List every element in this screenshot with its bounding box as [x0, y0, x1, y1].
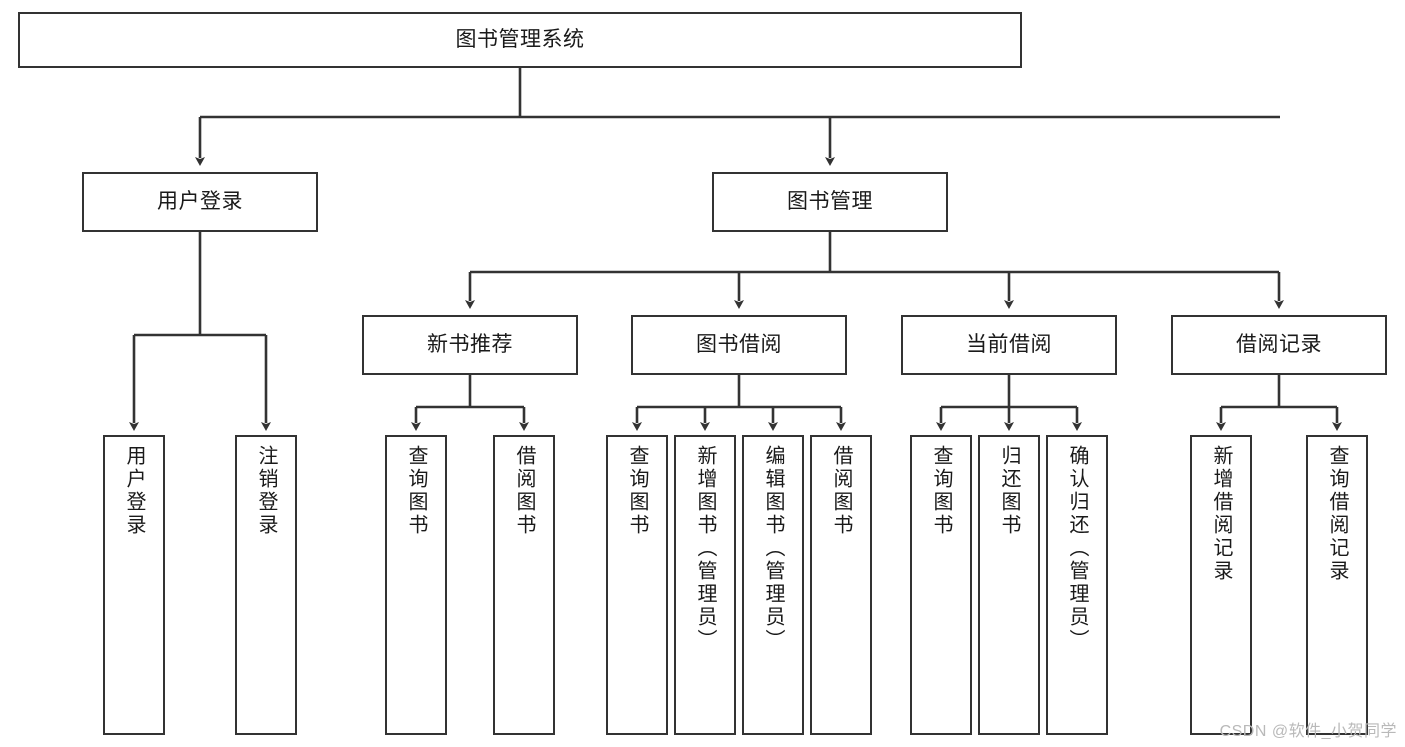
node-leaf-add-record-label: 新增借阅记录 [1210, 445, 1232, 583]
node-new-book-rec-label: 新书推荐 [427, 332, 513, 356]
node-book-borrow[interactable]: 图书借阅 [631, 315, 847, 375]
node-current-borrow-label: 当前借阅 [966, 332, 1052, 356]
node-leaf-user-login[interactable]: 用户登录 [103, 435, 165, 735]
node-leaf-borrow-book-2[interactable]: 借阅图书 [810, 435, 872, 735]
node-book-manage[interactable]: 图书管理 [712, 172, 948, 232]
node-leaf-edit-book-label: 编辑图书（管理员） [762, 445, 784, 652]
node-borrow-record-label: 借阅记录 [1236, 332, 1322, 356]
node-user-login-label: 用户登录 [157, 189, 243, 213]
node-book-borrow-label: 图书借阅 [696, 332, 782, 356]
node-user-login[interactable]: 用户登录 [82, 172, 318, 232]
node-new-book-rec[interactable]: 新书推荐 [362, 315, 578, 375]
watermark: CSDN @软件_小贺同学 [1219, 723, 1397, 740]
node-root-label: 图书管理系统 [455, 27, 585, 51]
node-borrow-record[interactable]: 借阅记录 [1171, 315, 1387, 375]
node-leaf-user-login-label: 用户登录 [123, 445, 145, 537]
node-leaf-query-book-1[interactable]: 查询图书 [385, 435, 447, 735]
node-leaf-return-book[interactable]: 归还图书 [978, 435, 1040, 735]
node-leaf-borrow-book-2-label: 借阅图书 [830, 445, 852, 537]
node-leaf-query-book-3-label: 查询图书 [930, 445, 952, 537]
node-leaf-return-book-label: 归还图书 [998, 445, 1020, 537]
node-leaf-add-record[interactable]: 新增借阅记录 [1190, 435, 1252, 735]
node-leaf-add-book[interactable]: 新增图书（管理员） [674, 435, 736, 735]
node-leaf-confirm-return[interactable]: 确认归还（管理员） [1046, 435, 1108, 735]
node-leaf-query-book-1-label: 查询图书 [405, 445, 427, 537]
node-leaf-query-book-3[interactable]: 查询图书 [910, 435, 972, 735]
node-leaf-confirm-return-label: 确认归还（管理员） [1066, 445, 1088, 652]
node-leaf-query-book-2-label: 查询图书 [626, 445, 648, 537]
node-current-borrow[interactable]: 当前借阅 [901, 315, 1117, 375]
node-leaf-query-book-2[interactable]: 查询图书 [606, 435, 668, 735]
node-book-manage-label: 图书管理 [787, 189, 873, 213]
node-root[interactable]: 图书管理系统 [18, 12, 1022, 68]
node-leaf-borrow-book-1-label: 借阅图书 [513, 445, 535, 537]
node-leaf-edit-book[interactable]: 编辑图书（管理员） [742, 435, 804, 735]
node-leaf-logout-label: 注销登录 [255, 445, 277, 537]
node-leaf-borrow-book-1[interactable]: 借阅图书 [493, 435, 555, 735]
node-leaf-query-record[interactable]: 查询借阅记录 [1306, 435, 1368, 735]
node-leaf-add-book-label: 新增图书（管理员） [694, 445, 716, 652]
node-leaf-logout[interactable]: 注销登录 [235, 435, 297, 735]
node-leaf-query-record-label: 查询借阅记录 [1326, 445, 1348, 583]
